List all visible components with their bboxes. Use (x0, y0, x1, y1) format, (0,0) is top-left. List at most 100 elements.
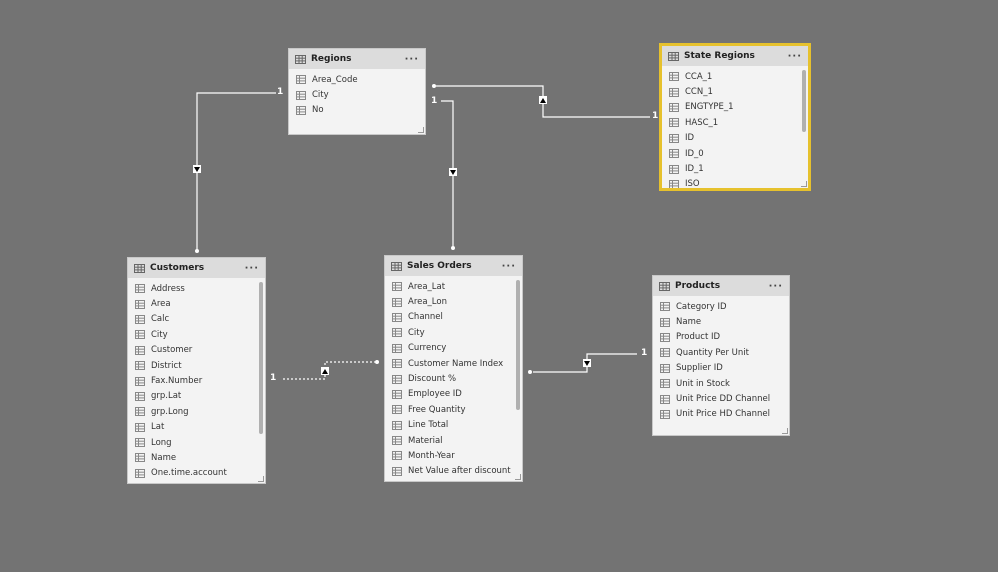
field-row[interactable]: Unit in Stock (653, 376, 789, 391)
field-row[interactable]: Lat (128, 420, 265, 435)
field-label: Line Total (408, 420, 449, 431)
table-header[interactable]: Regions ··· (289, 49, 425, 69)
field-label: ID_1 (685, 164, 704, 175)
field-row[interactable]: grp.Long (128, 404, 265, 419)
scrollbar[interactable] (516, 280, 520, 410)
rel-line-regions-customers[interactable] (196, 92, 276, 250)
field-label: Long (151, 437, 172, 448)
field-row[interactable]: Free Quantity (385, 402, 522, 417)
field-row[interactable]: ID (662, 131, 808, 146)
field-row[interactable]: Calc (128, 312, 265, 327)
more-options-icon[interactable]: ··· (404, 53, 419, 65)
field-label: Unit Price HD Channel (676, 409, 770, 420)
field-row[interactable]: CCA_1 (662, 69, 808, 84)
field-row[interactable]: Quantity Per Unit (653, 345, 789, 360)
filter-direction-down-icon (449, 168, 457, 176)
field-icon (660, 379, 670, 389)
field-row[interactable]: Long (128, 435, 265, 450)
table-title: State Regions (684, 51, 755, 61)
field-row[interactable]: Product ID (653, 330, 789, 345)
resize-handle[interactable] (418, 127, 424, 133)
scrollbar[interactable] (802, 70, 806, 132)
more-options-icon[interactable]: ··· (768, 280, 783, 292)
more-options-icon[interactable]: ··· (787, 50, 802, 62)
filter-direction-up-icon (539, 96, 547, 104)
field-row[interactable]: Discount % (385, 371, 522, 386)
field-row[interactable]: Employee ID (385, 387, 522, 402)
field-row[interactable]: ISO (662, 177, 808, 188)
field-row[interactable]: Unit Price DD Channel (653, 391, 789, 406)
field-row[interactable]: Area_Code (289, 72, 425, 87)
resize-handle[interactable] (515, 474, 521, 480)
field-icon (296, 75, 306, 85)
field-row[interactable]: Supplier ID (653, 361, 789, 376)
field-row[interactable]: City (385, 325, 522, 340)
field-label: Name (151, 452, 177, 463)
field-row[interactable]: Net Value after discount (385, 464, 522, 479)
field-label: ENGTYPE_1 (685, 102, 734, 113)
scrollbar[interactable] (259, 282, 263, 434)
field-label: Unit Price DD Channel (676, 394, 771, 405)
field-row[interactable]: Name (653, 314, 789, 329)
field-label: Area_Lat (408, 281, 446, 292)
field-row[interactable]: grp.Lat (128, 389, 265, 404)
field-row[interactable]: Fax.Number (128, 373, 265, 388)
rel-line-customers-sales[interactable] (283, 361, 375, 380)
field-label: Area_Lon (408, 297, 447, 308)
field-row[interactable]: CCN_1 (662, 84, 808, 99)
field-row[interactable]: ID_0 (662, 146, 808, 161)
field-row[interactable]: City (128, 327, 265, 342)
field-row[interactable]: City (289, 87, 425, 102)
field-row[interactable]: Area (128, 296, 265, 311)
cardinality-one-label: 1 (652, 111, 659, 121)
field-icon (660, 394, 670, 404)
field-row[interactable]: District (128, 358, 265, 373)
field-icon (669, 87, 679, 97)
rel-end-dot (195, 249, 199, 253)
field-row[interactable]: Unit Price HD Channel (653, 407, 789, 422)
rel-line-regions-sales[interactable] (441, 100, 454, 246)
more-options-icon[interactable]: ··· (501, 260, 516, 272)
field-icon (669, 72, 679, 82)
table-title: Customers (150, 263, 205, 273)
field-row[interactable]: One.time.account (128, 466, 265, 481)
field-row[interactable]: Customer Name Index (385, 356, 522, 371)
field-icon (392, 312, 402, 322)
field-row[interactable]: Category ID (653, 299, 789, 314)
table-header[interactable]: Customers ··· (128, 258, 265, 278)
table-header[interactable]: Products ··· (653, 276, 789, 296)
field-row[interactable]: Material (385, 433, 522, 448)
resize-handle[interactable] (258, 476, 264, 482)
field-row[interactable]: Name (128, 450, 265, 465)
field-row[interactable]: Customer (128, 343, 265, 358)
field-row[interactable]: ID_1 (662, 161, 808, 176)
more-options-icon[interactable]: ··· (244, 262, 259, 274)
field-icon (135, 314, 145, 324)
field-label: Currency (408, 343, 447, 354)
field-label: Channel (408, 312, 443, 323)
table-header[interactable]: State Regions ··· (662, 46, 808, 66)
field-row[interactable]: Currency (385, 341, 522, 356)
field-row[interactable]: HASC_1 (662, 115, 808, 130)
field-row[interactable]: Month-Year (385, 448, 522, 463)
field-row[interactable]: Area_Lon (385, 294, 522, 309)
field-icon (135, 453, 145, 463)
table-header[interactable]: Sales Orders ··· (385, 256, 522, 276)
field-row[interactable]: No (289, 103, 425, 118)
resize-handle[interactable] (782, 428, 788, 434)
field-label: Customer (151, 345, 193, 356)
field-row[interactable]: ENGTYPE_1 (662, 100, 808, 115)
field-row[interactable]: Line Total (385, 418, 522, 433)
field-row[interactable]: Address (128, 281, 265, 296)
resize-handle[interactable] (801, 181, 807, 187)
filter-direction-down-icon (193, 165, 201, 173)
field-row[interactable]: Area_Lat (385, 279, 522, 294)
field-row[interactable]: Channel (385, 310, 522, 325)
